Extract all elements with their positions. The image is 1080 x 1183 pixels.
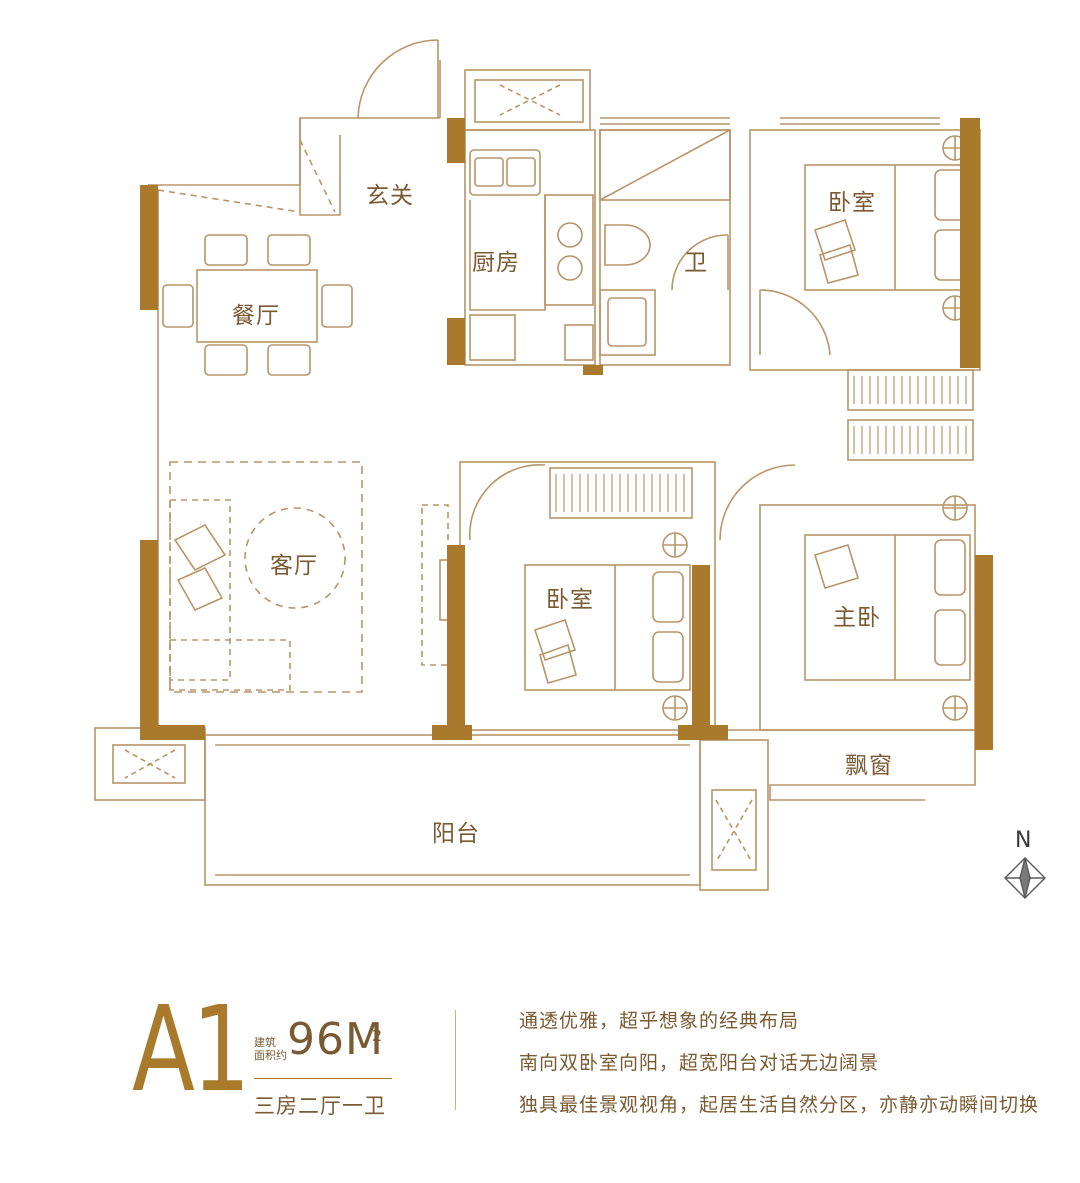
room-label-kitchen: 厨房 xyxy=(472,250,520,276)
room-label-master: 主卧 xyxy=(833,605,881,631)
room-label-living: 客厅 xyxy=(270,553,318,579)
room-label-bedroom-ne: 卧室 xyxy=(828,190,876,216)
area-caption-line-2: 面积约 xyxy=(254,1049,287,1062)
compass-north-label: N xyxy=(1015,828,1032,853)
area-caption: 建筑 面积约 xyxy=(254,1036,287,1062)
vertical-divider xyxy=(455,1010,456,1110)
area-value: 96M xyxy=(287,1014,384,1065)
area-caption-line-1: 建筑 xyxy=(254,1036,276,1049)
description-line-3: 独具最佳景观视角，起居生活自然分区，亦静亦动瞬间切换 xyxy=(519,1094,1040,1116)
room-label-entrance: 玄关 xyxy=(366,183,414,209)
compass-icon xyxy=(1004,857,1046,899)
description-line-2: 南向双卧室向阳，超宽阳台对话无边阔景 xyxy=(519,1052,880,1074)
room-label-bedroom-s: 卧室 xyxy=(546,587,594,613)
layout-type: 三房二厅一卫 xyxy=(254,1094,386,1118)
area-unit-superscript: 2 xyxy=(372,1026,383,1045)
room-label-dining: 餐厅 xyxy=(232,303,280,329)
structural-walls xyxy=(140,118,993,750)
area-divider xyxy=(254,1078,392,1079)
room-label-bay-window: 飘窗 xyxy=(845,753,893,779)
floor-plan xyxy=(94,39,1046,899)
model-code: A1 xyxy=(132,980,250,1118)
room-label-bathroom: 卫 xyxy=(684,250,708,276)
description-line-1: 通透优雅，超乎想象的经典布局 xyxy=(519,1010,800,1032)
room-label-balcony: 阳台 xyxy=(432,821,480,847)
